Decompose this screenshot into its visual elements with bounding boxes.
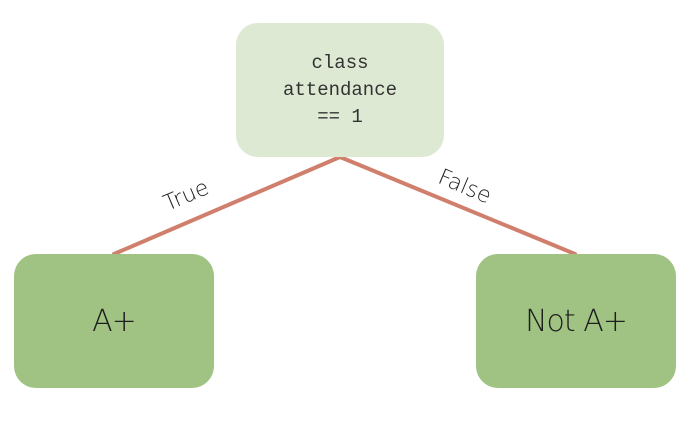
- edge-label-true: True: [160, 175, 213, 216]
- edge-true: [112, 155, 342, 256]
- root-node-label: class attendance == 1: [282, 51, 398, 128]
- leaf-node-false: Not A+: [476, 254, 676, 388]
- root-node: class attendance == 1: [236, 23, 444, 157]
- leaf-node-true: A+: [14, 254, 214, 388]
- edge-label-false: False: [434, 165, 495, 210]
- leaf-node-true-label: A+: [92, 303, 137, 339]
- edge-false: [338, 155, 577, 256]
- leaf-node-false-label: Not A+: [525, 303, 628, 339]
